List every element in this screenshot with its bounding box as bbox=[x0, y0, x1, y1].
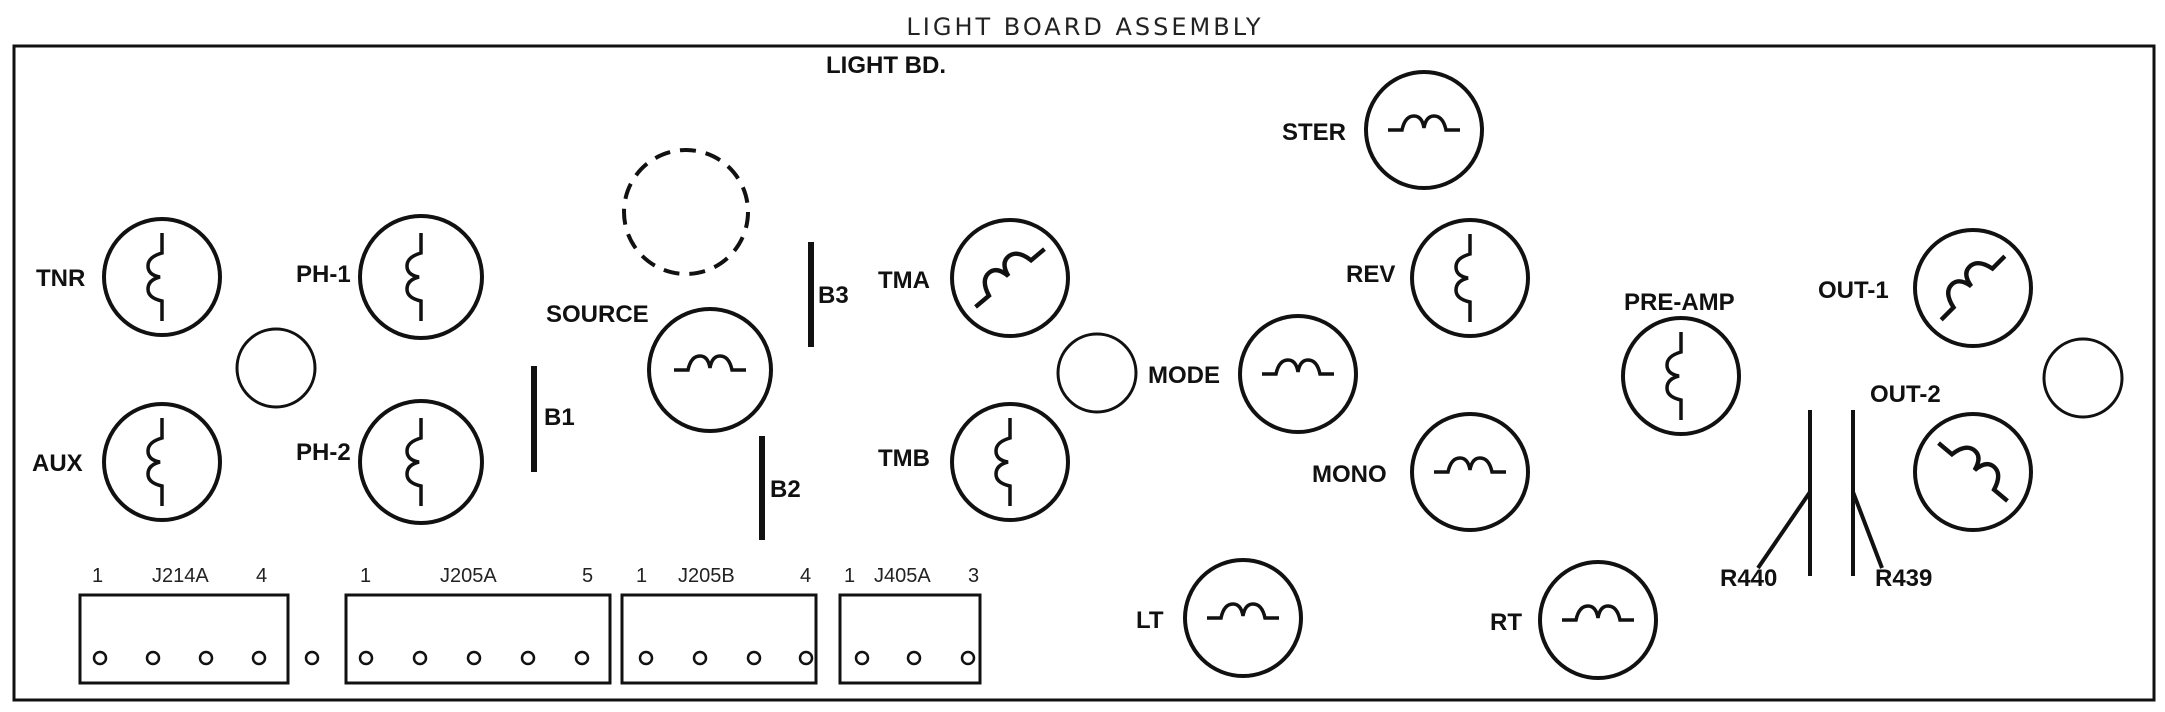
lamp-tmb bbox=[950, 402, 1070, 522]
connector-j405a bbox=[838, 593, 982, 685]
filament-icon bbox=[146, 231, 164, 323]
bracket-label-b1: B1 bbox=[544, 404, 575, 431]
mounting-hole bbox=[304, 650, 320, 666]
lamp-label-preamp: PRE-AMP bbox=[1624, 289, 1735, 316]
filament-icon bbox=[1560, 604, 1636, 622]
resistor-label-r440: R440 bbox=[1720, 565, 1777, 592]
connector-j205a bbox=[344, 593, 612, 685]
resistor-r439 bbox=[1851, 410, 1884, 576]
lamp-label-aux: AUX bbox=[32, 450, 83, 477]
lamp-label-lt: LT bbox=[1136, 607, 1164, 634]
filament-icon bbox=[964, 236, 1044, 307]
connector-pin-first-j205b: 1 bbox=[636, 565, 647, 587]
lamp-label-out1: OUT-1 bbox=[1818, 277, 1889, 304]
lamp-label-tmb: TMB bbox=[878, 445, 930, 472]
lamp-label-ster: STER bbox=[1282, 119, 1346, 146]
diagram-title: LIGHT BOARD ASSEMBLY bbox=[906, 13, 1263, 41]
connector-pin-first-j214a: 1 bbox=[92, 565, 103, 587]
filament-icon bbox=[405, 231, 423, 323]
filament-icon bbox=[1929, 244, 2005, 320]
lamp-preamp bbox=[1621, 316, 1741, 436]
lamp-label-rev: REV bbox=[1346, 261, 1395, 288]
filament-icon bbox=[672, 354, 748, 372]
lamp-label-source: SOURCE bbox=[546, 301, 649, 328]
resistor-r440 bbox=[1756, 410, 1812, 576]
connector-pin-last-j205a: 5 bbox=[582, 565, 593, 587]
lamp-tma bbox=[950, 218, 1070, 338]
lamp-source bbox=[647, 307, 773, 433]
lamp-ster bbox=[1364, 70, 1484, 190]
lamp-label-ph1: PH-1 bbox=[296, 261, 351, 288]
empty-socket-2 bbox=[1056, 332, 1138, 414]
lamp-label-out2: OUT-2 bbox=[1870, 381, 1941, 408]
lamp-rev bbox=[1410, 218, 1530, 338]
lamp-label-mode: MODE bbox=[1148, 362, 1220, 389]
lamp-tnr bbox=[102, 217, 222, 337]
lamp-ph2 bbox=[358, 399, 484, 525]
connector-j214a bbox=[78, 593, 290, 685]
filament-icon bbox=[405, 416, 423, 508]
lamp-label-tnr: TNR bbox=[36, 265, 85, 292]
lamp-mode bbox=[1238, 314, 1358, 434]
filament-icon bbox=[1432, 456, 1508, 474]
empty-socket-1 bbox=[235, 327, 317, 409]
connector-pin-last-j205b: 4 bbox=[800, 565, 811, 587]
lamp-aux bbox=[102, 402, 222, 522]
empty-socket-dashed bbox=[622, 148, 750, 276]
connector-name-j205b: J205B bbox=[678, 565, 735, 587]
filament-icon bbox=[1260, 358, 1336, 376]
connector-name-j405a: J405A bbox=[874, 565, 931, 587]
lamp-rt bbox=[1538, 560, 1658, 680]
lamp-label-mono: MONO bbox=[1312, 461, 1387, 488]
connector-pin-last-j405a: 3 bbox=[968, 565, 979, 587]
lamp-label-tma: TMA bbox=[878, 267, 930, 294]
connector-pin-first-j405a: 1 bbox=[844, 565, 855, 587]
lamp-ph1 bbox=[358, 214, 484, 340]
resistor-label-r439: R439 bbox=[1875, 565, 1932, 592]
filament-icon bbox=[146, 416, 164, 508]
lamp-label-rt: RT bbox=[1490, 609, 1522, 636]
bracket-label-b3: B3 bbox=[818, 282, 849, 309]
connector-pin-last-j214a: 4 bbox=[256, 565, 267, 587]
filament-icon bbox=[1205, 602, 1281, 620]
board-outline bbox=[12, 44, 2156, 702]
empty-socket-3 bbox=[2042, 337, 2124, 419]
connector-pin-first-j205a: 1 bbox=[360, 565, 371, 587]
lamp-mono bbox=[1410, 412, 1530, 532]
bracket-label-b2: B2 bbox=[770, 476, 801, 503]
connector-name-j205a: J205A bbox=[440, 565, 497, 587]
filament-icon bbox=[994, 416, 1012, 508]
filament-icon bbox=[1454, 232, 1472, 324]
lamp-out2 bbox=[1913, 412, 2033, 532]
lamp-lt bbox=[1183, 558, 1303, 678]
lamp-out1 bbox=[1913, 228, 2033, 348]
filament-icon bbox=[1386, 114, 1462, 132]
connector-name-j214a: J214A bbox=[152, 565, 209, 587]
filament-icon bbox=[1939, 430, 2019, 501]
filament-icon bbox=[1665, 330, 1683, 422]
lamp-label-ph2: PH-2 bbox=[296, 439, 351, 466]
board-label: LIGHT BD. bbox=[826, 52, 946, 79]
connector-j205b bbox=[620, 593, 818, 685]
